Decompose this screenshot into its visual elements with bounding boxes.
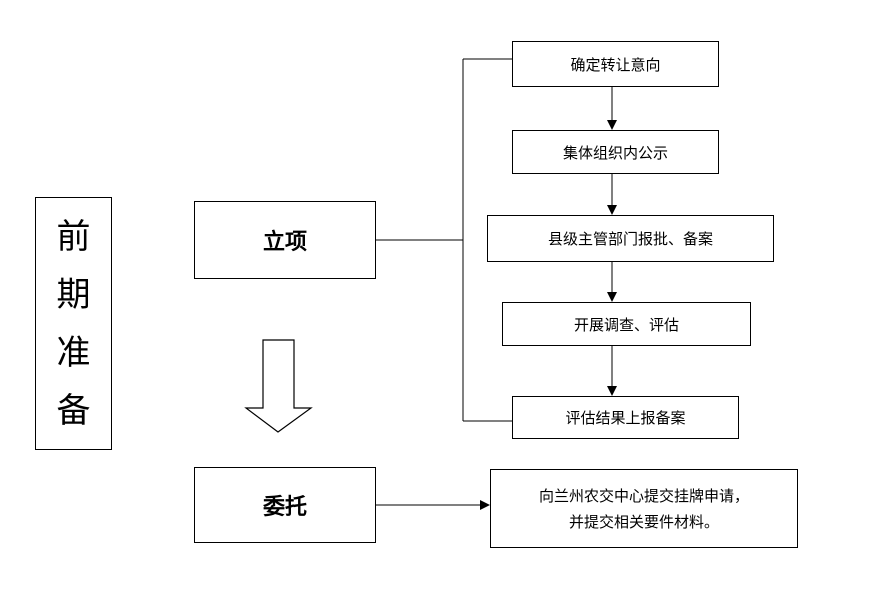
flow-step-label: 确定转让意向 [570,55,661,74]
flow-step-label: 集体组织内公示 [562,143,668,162]
flow-step-5: 评估结果上报备案 [512,396,739,439]
flow-step-label: 开展调查、评估 [573,315,679,334]
flow-step-4: 开展调查、评估 [502,302,751,346]
flow-step-label: 评估结果上报备案 [565,409,686,427]
down-arrow-icon [244,339,313,433]
flow-step-2: 集体组织内公示 [512,130,719,174]
stage-weituo-box: 委托 [194,467,376,543]
flow-step-1: 确定转让意向 [512,41,719,87]
result-line-2: 并提交相关要件材料。 [568,512,719,531]
flow-step-label: 县级主管部门报批、备案 [547,230,713,248]
stage-lixiang-box: 立项 [194,201,376,279]
result-line-1: 向兰州农交中心提交挂牌申请， [538,486,749,505]
phase-char-2: 期 [56,274,91,315]
stage-weituo-label: 委托 [262,494,307,520]
phase-char-3: 准 [56,332,91,373]
phase-label: 前 期 准 备 [35,197,112,450]
result-box: 向兰州农交中心提交挂牌申请， 并提交相关要件材料。 [490,469,798,548]
stage-lixiang-label: 立项 [262,229,307,255]
phase-char-4: 备 [56,390,91,431]
flow-step-3: 县级主管部门报批、备案 [487,215,774,262]
phase-char-1: 前 [56,216,91,257]
